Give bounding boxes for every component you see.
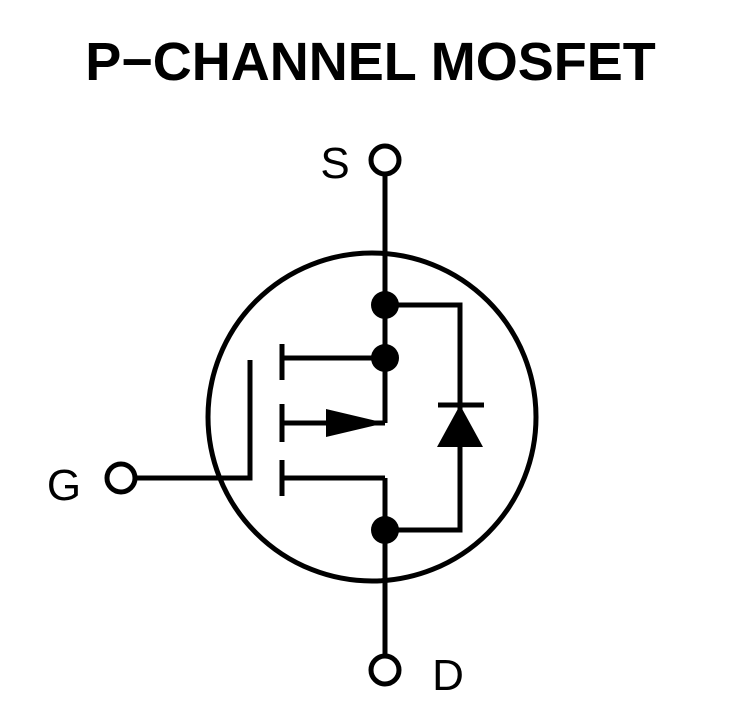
- body-arrow: [326, 409, 385, 437]
- package-circle: [205, 250, 539, 584]
- gate-terminal: [104, 461, 138, 495]
- junction-dot-top: [371, 291, 399, 319]
- diagram-title: P−CHANNEL MOSFET: [85, 32, 656, 92]
- junction-dot-source: [371, 344, 399, 372]
- drain-label: D: [432, 651, 464, 700]
- gate-label: G: [47, 461, 81, 510]
- source-label: S: [320, 139, 349, 188]
- diode-triangle: [437, 405, 483, 447]
- junction-dot-drain: [371, 516, 399, 544]
- source-terminal: [368, 143, 402, 177]
- drain-terminal: [368, 653, 402, 687]
- gate-lead: [135, 360, 253, 481]
- diode-branch: [385, 302, 463, 533]
